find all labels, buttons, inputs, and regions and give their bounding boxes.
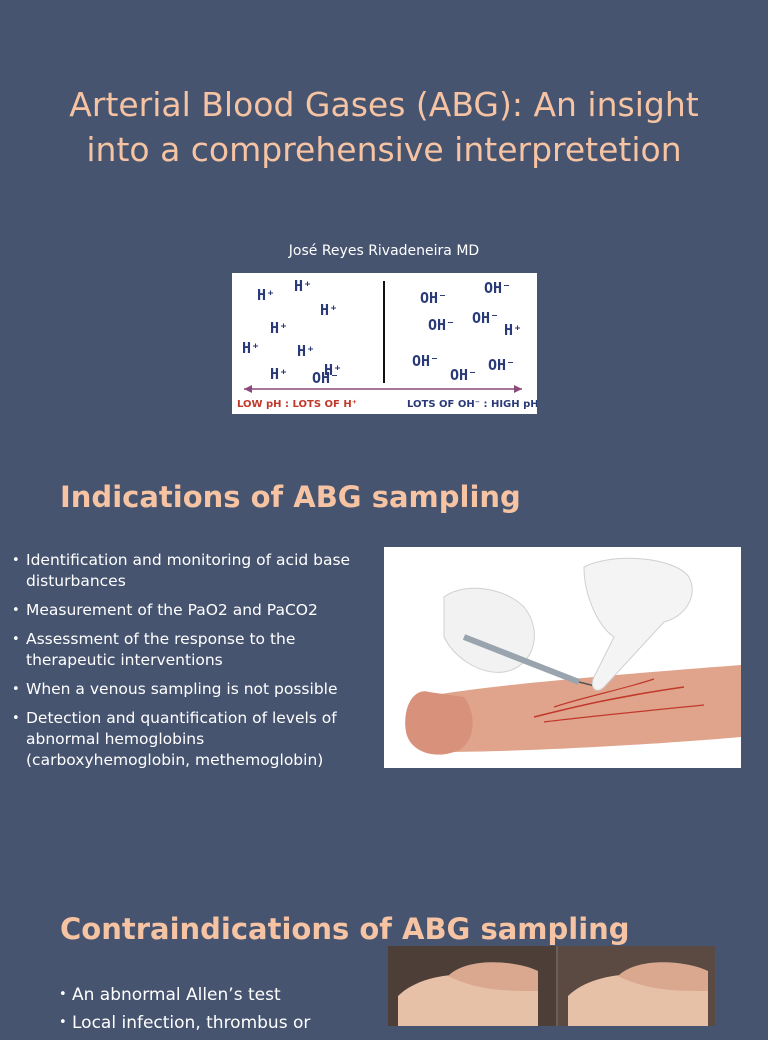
ion-label: OH⁻ bbox=[412, 352, 439, 370]
bullet-icon: • bbox=[12, 553, 20, 568]
list-item: • Local infection, thrombus or bbox=[57, 1012, 377, 1034]
list-item: • When a venous sampling is not possible bbox=[10, 679, 370, 700]
list-item: • Detection and quantification of levels … bbox=[10, 708, 370, 771]
ion-label: H⁺ bbox=[324, 361, 342, 379]
ph-diagram-svg: H⁺ H⁺ H⁺ H⁺ H⁺ H⁺ H⁺ H⁺ OH⁻ OH⁻ OH⁻ OH⁻ … bbox=[237, 277, 537, 410]
ion-label: H⁺ bbox=[270, 365, 288, 383]
list-item-text: Measurement of the PaO2 and PaCO2 bbox=[26, 601, 318, 619]
section-title: Contraindications of ABG sampling bbox=[60, 912, 630, 946]
ion-label: H⁺ bbox=[270, 319, 288, 337]
low-ph-caption: LOW pH : LOTS OF H⁺ bbox=[237, 399, 357, 410]
bullet-icon: • bbox=[12, 711, 20, 726]
bullet-icon: • bbox=[12, 632, 20, 647]
ion-label: H⁺ bbox=[257, 286, 275, 304]
contraindications-slide: Contraindications of ABG sampling • An ab… bbox=[0, 860, 768, 1033]
ion-label: H⁺ bbox=[297, 342, 315, 360]
page-title: Arterial Blood Gases (ABG): An insight i… bbox=[69, 85, 699, 169]
ion-label: OH⁻ bbox=[428, 316, 455, 334]
list-item: • Measurement of the PaO2 and PaCO2 bbox=[10, 600, 370, 621]
list-item-text: Assessment of the response to the therap… bbox=[26, 630, 296, 669]
section-title: Indications of ABG sampling bbox=[60, 480, 521, 514]
list-item: • Identification and monitoring of acid b… bbox=[10, 550, 370, 592]
ion-label: OH⁻ bbox=[450, 366, 477, 384]
indications-slide: Indications of ABG sampling • Identificat… bbox=[0, 440, 768, 860]
ion-label: H⁺ bbox=[242, 339, 260, 357]
bullet-icon: • bbox=[12, 603, 20, 618]
ph-diagram-image: H⁺ H⁺ H⁺ H⁺ H⁺ H⁺ H⁺ H⁺ OH⁻ OH⁻ OH⁻ OH⁻ … bbox=[232, 273, 537, 414]
list-item-text: An abnormal Allen’s test bbox=[72, 985, 281, 1005]
title-slide: Arterial Blood Gases (ABG): An insight i… bbox=[0, 0, 768, 440]
allen-test-photo bbox=[388, 946, 715, 1026]
list-item-text: Local infection, thrombus or bbox=[72, 1013, 311, 1033]
indications-list: • Identification and monitoring of acid b… bbox=[10, 550, 370, 779]
list-item-text: Identification and monitoring of acid ba… bbox=[26, 551, 351, 590]
ion-label: OH⁻ bbox=[312, 369, 339, 387]
high-ph-caption: LOTS OF OH⁻ : HIGH pH bbox=[407, 399, 537, 410]
author-name: José Reyes Rivadeneira MD bbox=[288, 243, 480, 259]
ion-label: H⁺ bbox=[294, 277, 312, 295]
ion-label: OH⁻ bbox=[484, 279, 511, 297]
ion-label: H⁺ bbox=[504, 321, 522, 339]
list-item-text: Detection and quantification of levels o… bbox=[26, 709, 337, 769]
list-item: • Assessment of the response to the thera… bbox=[10, 629, 370, 671]
bullet-icon: • bbox=[59, 1015, 67, 1030]
arterial-puncture-photo bbox=[384, 547, 741, 768]
bullet-icon: • bbox=[12, 682, 20, 697]
contraindications-list: • An abnormal Allen’s test • Local infecti… bbox=[57, 984, 377, 1040]
ion-label: H⁺ bbox=[320, 301, 338, 319]
ion-label: OH⁻ bbox=[420, 289, 447, 307]
bullet-icon: • bbox=[59, 987, 67, 1002]
list-item: • An abnormal Allen’s test bbox=[57, 984, 377, 1006]
list-item-text: When a venous sampling is not possible bbox=[26, 680, 338, 698]
ion-label: OH⁻ bbox=[488, 356, 515, 374]
ion-label: OH⁻ bbox=[472, 309, 499, 327]
